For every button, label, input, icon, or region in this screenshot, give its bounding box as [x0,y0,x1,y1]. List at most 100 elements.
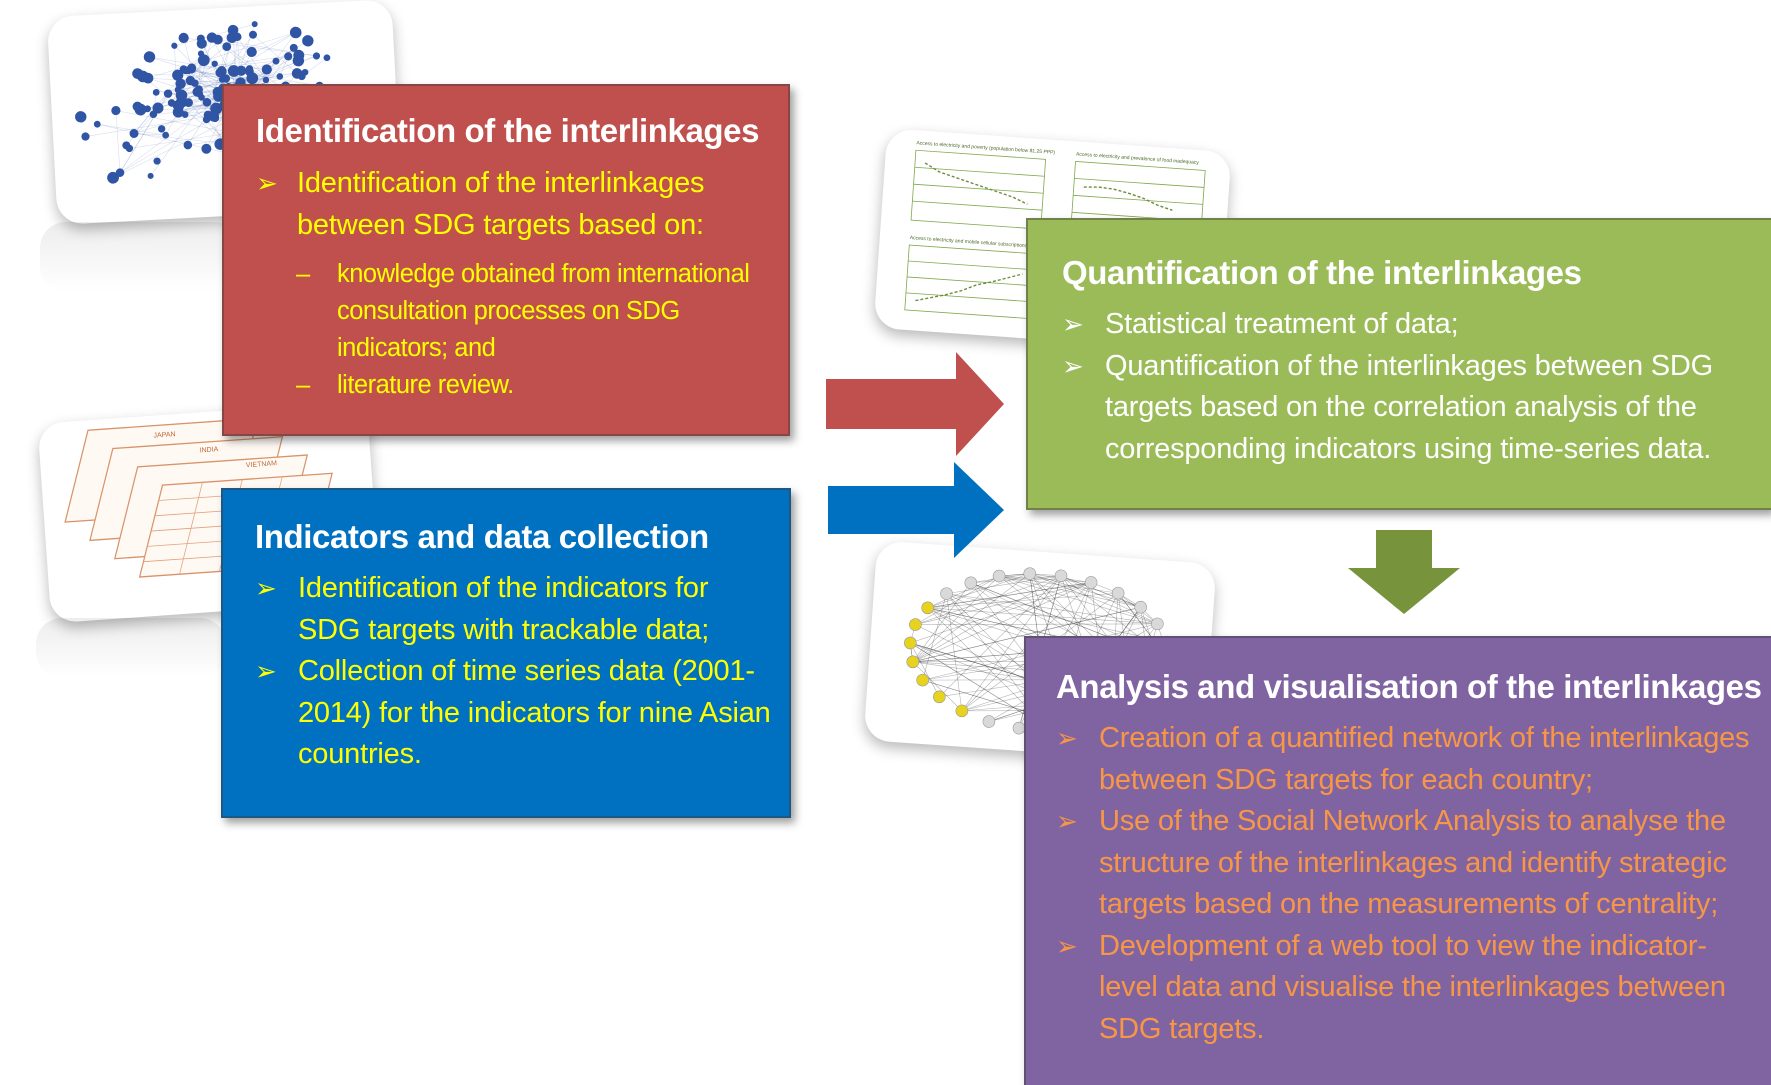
identification-title: Identification of the interlinkages [256,112,760,149]
network-node [132,101,143,112]
network-edge [912,582,972,662]
network-edge [946,593,963,711]
table-label-vietnam: VIETNAM [246,460,278,469]
network-edge [211,37,267,81]
network-node [909,618,922,631]
identification-bullet-text: Identification of the interlinkages betw… [297,167,705,241]
network-node [289,26,302,39]
network-node [1084,576,1098,589]
network-node [175,78,186,89]
network-graph-reflection [40,222,240,292]
network-node [933,690,946,704]
network-node [122,141,131,150]
network-edge [177,32,296,91]
bullet-arrow-icon: ➢ [1062,350,1084,381]
indicators-title: Indicators and data collection [255,518,709,555]
network-node [916,673,929,687]
network-edge [970,575,1062,584]
identification-box: Identification of the interlinkages ➢ Id… [222,84,790,436]
network-node [1151,617,1164,631]
network-node [75,111,87,123]
network-edge [112,119,230,178]
network-edge [946,575,1062,594]
network-edge [927,582,1092,609]
network-node [211,60,218,67]
network-node [196,34,205,43]
chart-title-2: Access to electricity and prevalence of … [1076,151,1200,166]
network-edge [927,575,1000,609]
indicators-bullet: ➢ Collection of time series data (2001-2… [255,651,775,776]
analysis-bullet: ➢ Development of a web tool to view the … [1056,926,1751,1051]
network-edge [915,582,1092,625]
green-down-arrow-icon [1348,530,1460,614]
network-edge [147,32,296,79]
network-node [81,132,90,141]
network-edge [912,661,963,712]
bullet-arrow-icon: ➢ [1062,309,1084,339]
network-node [217,66,227,76]
network-edge [910,582,1092,644]
network-edge [915,575,1000,625]
network-node [1134,600,1147,614]
indicators-bullet-text: Collection of time series data (2001-201… [298,655,771,770]
quantification-box: Quantification of the interlinkages ➢ St… [1026,218,1771,510]
network-node [201,143,212,154]
network-edge [142,76,229,145]
network-node [227,24,239,36]
red-arrow-icon [826,352,1004,456]
network-node [245,65,254,73]
network-edge [133,133,228,145]
network-edge [1029,573,1158,625]
country-tables-reflection [36,618,226,678]
dash-icon: – [296,371,310,399]
network-node [302,35,314,47]
network-edge [912,575,1062,663]
network-edge [912,606,1141,663]
network-edge [188,102,229,145]
network-edge [910,642,940,697]
dash-icon: – [296,260,310,288]
analysis-title: Analysis and visualisation of the interl… [1056,668,1762,705]
identification-subitem-text: knowledge obtained from international co… [337,260,750,362]
network-node [107,171,119,184]
network-node [207,110,219,122]
network-node [251,21,258,28]
network-node [906,655,920,669]
network-node [218,76,226,83]
network-node [132,68,144,80]
analysis-bullet: ➢ Use of the Social Network Analysis to … [1056,801,1751,926]
network-edge [181,63,215,96]
network-edge [999,575,1119,594]
network-node [157,125,166,133]
quantification-bullet: ➢ Statistical treatment of data; [1062,304,1731,346]
network-edge [1060,575,1158,625]
network-node [312,52,321,60]
network-edge [134,133,166,136]
network-node [197,54,210,67]
network-edge [915,575,1062,625]
network-edge [1060,575,1141,608]
network-node [261,64,272,75]
network-edge [912,582,1092,663]
network-node [921,601,934,615]
network-edge [961,575,1062,712]
network-node [222,42,232,52]
network-edge [999,575,1092,583]
network-node [153,157,161,165]
indicators-bullet: ➢ Identification of the indicators for S… [255,568,775,651]
network-node [143,51,156,63]
network-node [292,55,305,67]
network-node [167,99,176,107]
bullet-arrow-icon: ➢ [1056,723,1078,753]
network-node [323,54,331,62]
analysis-bullet-text: Use of the Social Network Analysis to an… [1099,805,1727,920]
table-label-india: INDIA [199,446,218,454]
network-node [202,97,212,107]
network-edge [927,573,1030,609]
indicators-bullet-text: Identification of the indicators for SDG… [298,572,710,646]
network-edge [946,593,1158,625]
network-edge [150,34,254,177]
network-node [1023,567,1037,580]
network-edge [915,623,1158,625]
bullet-arrow-icon: ➢ [255,656,277,686]
